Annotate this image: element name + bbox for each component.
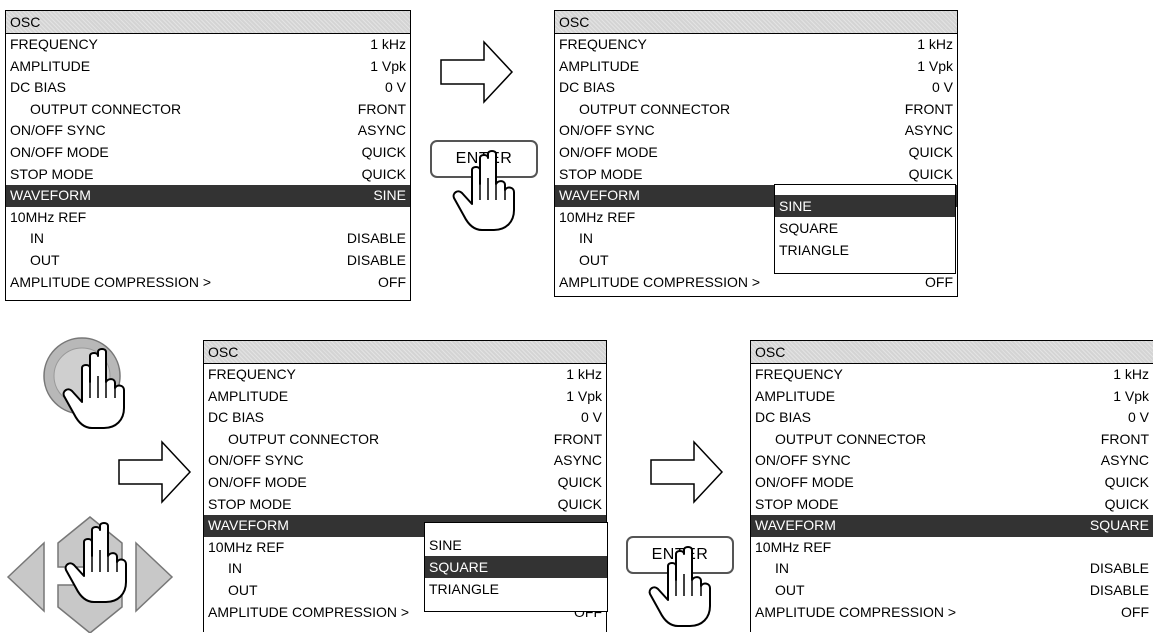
dropdown-option-triangle[interactable]: TRIANGLE: [425, 578, 607, 600]
menu-row-amplitude-compression[interactable]: AMPLITUDE COMPRESSION >OFF: [751, 602, 1153, 624]
pointing-hand-icon: [644, 544, 714, 628]
dropdown-option-sine[interactable]: SINE: [775, 195, 955, 217]
pointing-hand-icon: [448, 148, 518, 232]
dropdown-option-square[interactable]: SQUARE: [775, 217, 955, 239]
dropdown-option-sine[interactable]: SINE: [425, 534, 607, 556]
dropdown-option-square[interactable]: SQUARE: [425, 556, 607, 578]
menu-title: OSC: [751, 340, 1153, 364]
menu-row-amplitude-compression[interactable]: AMPLITUDE COMPRESSION >OFF: [555, 272, 957, 294]
menu-row-amplitude-compression[interactable]: AMPLITUDE COMPRESSION >OFF: [6, 272, 410, 294]
menu-title: OSC: [555, 10, 957, 34]
waveform-dropdown[interactable]: SINE SQUARE TRIANGLE: [774, 184, 956, 274]
right-arrow-icon: [118, 440, 192, 504]
menu-row-10mhz-ref[interactable]: 10MHz REF: [6, 207, 410, 229]
menu-title: OSC: [204, 340, 606, 364]
menu-title: OSC: [6, 10, 410, 34]
pointing-hand-icon: [58, 346, 128, 430]
pointing-hand-icon: [60, 520, 130, 604]
right-arrow-icon: [440, 40, 514, 104]
waveform-dropdown[interactable]: SINE SQUARE TRIANGLE: [424, 522, 608, 612]
dropdown-option-triangle[interactable]: TRIANGLE: [775, 239, 955, 261]
menu-row-10mhz-ref[interactable]: 10MHz REF: [751, 537, 1153, 559]
right-arrow-icon: [650, 440, 724, 504]
